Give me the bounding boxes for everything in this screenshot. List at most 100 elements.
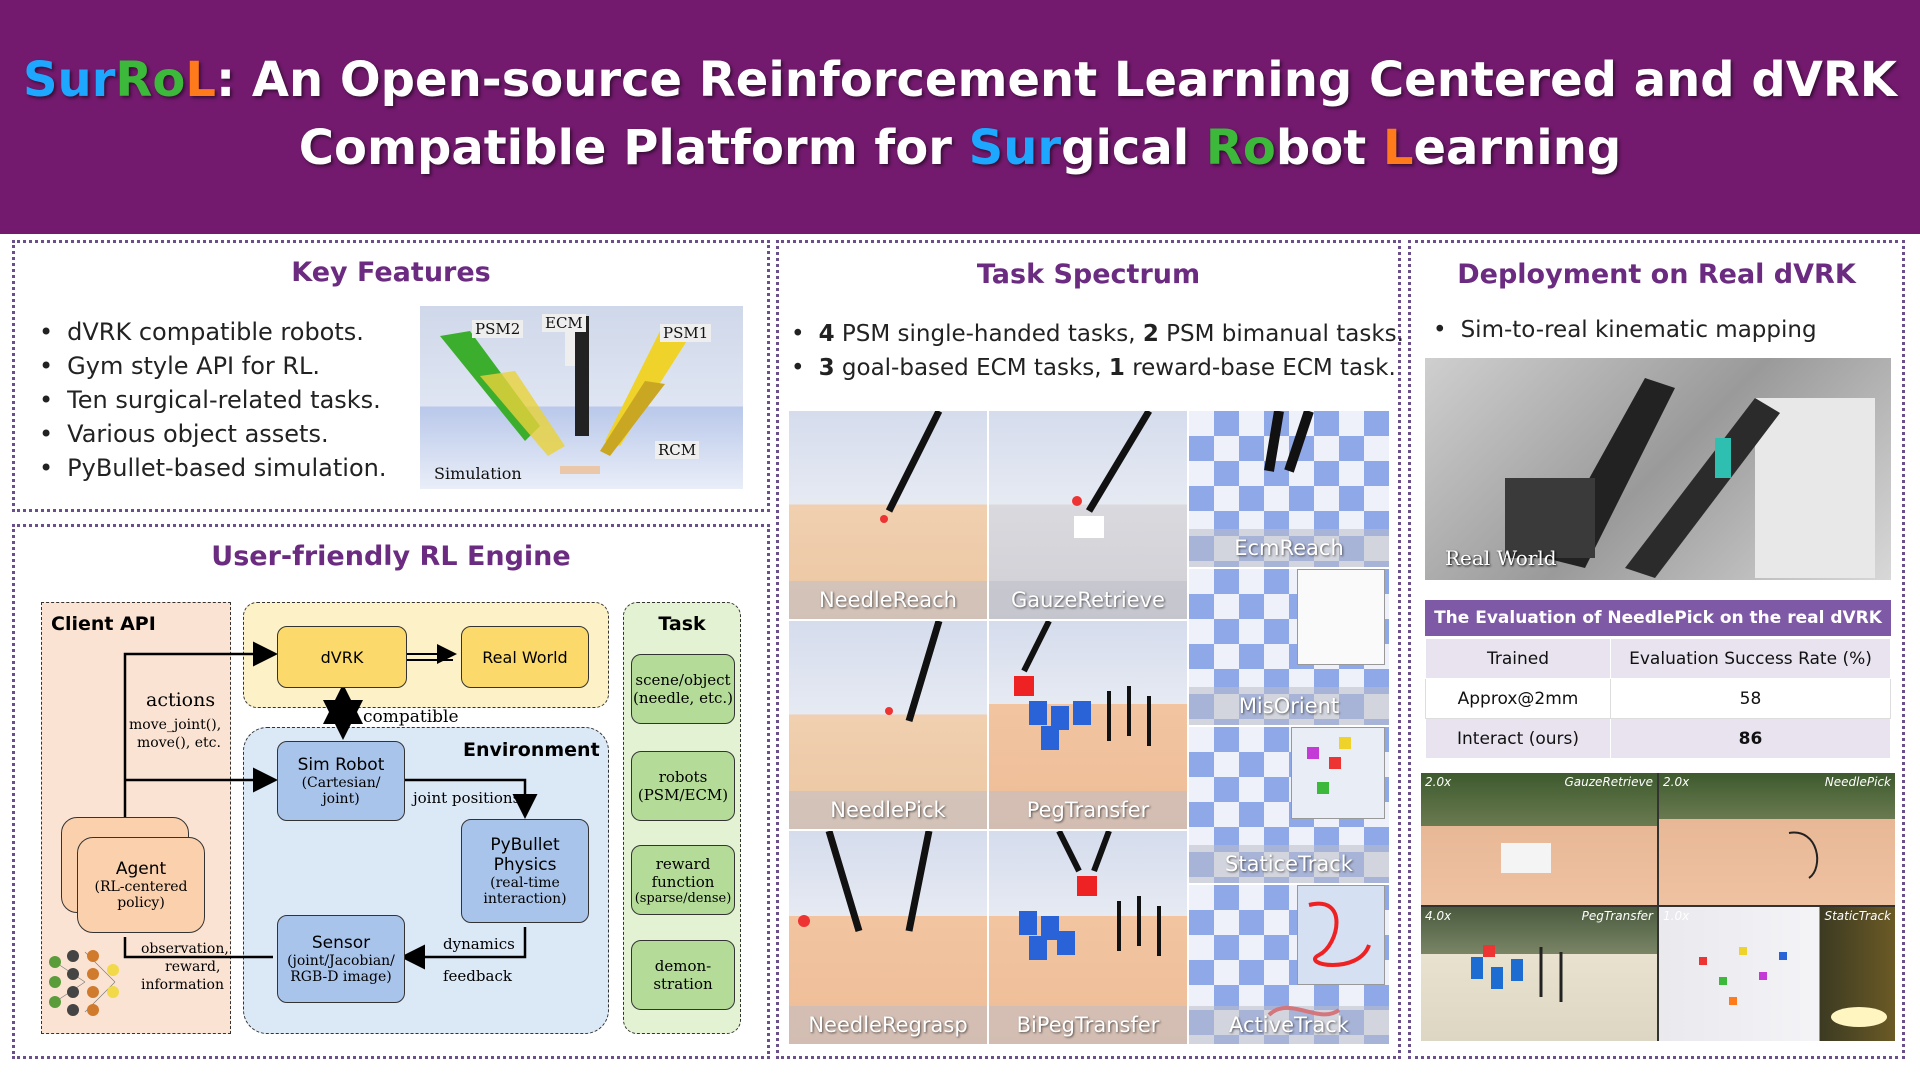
rl-engine-panel: User-friendly RL Engine Client API Envir… (12, 524, 770, 1059)
neural-network-icon (49, 950, 119, 1016)
task-label: BiPegTransfer (989, 1006, 1187, 1044)
task-spectrum-list: 4 PSM single-handed tasks, 2 PSM bimanua… (791, 317, 1404, 385)
real-world-label: Real World (1445, 546, 1557, 570)
task-text: reward-base ECM task. (1124, 355, 1396, 381)
title-rest-1: : An Open-source Reinforcement Learning … (215, 52, 1897, 108)
task-label: StaticeTrack (1189, 845, 1389, 883)
table-row: Approx@2mm 58 (1425, 678, 1891, 719)
sensor-title: Sensor (311, 933, 371, 953)
sensor-sub-2: RGB-D image) (290, 969, 392, 985)
video-grid: 2.0x GauzeRetrieve 2.0x NeedlePick 4.0x … (1421, 773, 1895, 1041)
video-name: GauzeRetrieve (1564, 775, 1654, 789)
task-label: GauzeRetrieve (989, 581, 1187, 619)
task-item-line: robots (658, 768, 708, 786)
key-features-list: dVRK compatible robots. Gym style API fo… (39, 315, 387, 485)
task-demonstration: demon- stration (631, 940, 735, 1010)
peg-transfer-drawing (1014, 621, 1151, 750)
pybullet-title-1: PyBullet (490, 835, 560, 855)
task-label: NeedleReach (789, 581, 987, 619)
sensor-box: Sensor (joint/Jacobian/ RGB-D image) (277, 915, 405, 1003)
label-psm1: PSM1 (660, 324, 712, 342)
table-header: Evaluation Success Rate (%) (1610, 638, 1891, 679)
task-label: NeedleRegrasp (789, 1006, 987, 1044)
task-label: NeedlePick (789, 791, 987, 829)
task-robots: robots (PSM/ECM) (631, 751, 735, 821)
label-simulation: Simulation (434, 464, 522, 483)
compatible-label: compatible (363, 707, 459, 727)
title-line-1: SurRoL: An Open-source Reinforcement Lea… (0, 0, 1920, 114)
sim-robot-box: Sim Robot (Cartesian/ joint) (277, 741, 405, 821)
task-label: Task (658, 613, 706, 635)
environment-label: Environment (463, 739, 600, 761)
title-word-earning: earning (1413, 120, 1622, 176)
real-world-image: Real World (1425, 358, 1891, 580)
needle-pick-drawing (885, 621, 943, 723)
title-word-gical: gical (1061, 120, 1206, 176)
title-word-l: L (1382, 120, 1414, 176)
task-item-line: demon- (654, 957, 712, 975)
task-bullet-1: 4 PSM single-handed tasks, 2 PSM bimanua… (791, 317, 1404, 351)
video-speed: 4.0x (1425, 909, 1452, 923)
pybullet-title-2: Physics (493, 855, 557, 875)
title-pre-2: Compatible Platform for (298, 120, 969, 176)
task-tile-bipegtransfer: BiPegTransfer (989, 831, 1187, 1044)
sim-robot-sub-2: joint) (322, 791, 360, 807)
staticetrack-inset (1291, 727, 1385, 819)
task-tile-staticetrack: StaticeTrack (1189, 727, 1389, 883)
pybullet-sub-2: interaction) (483, 891, 567, 907)
task-item-line: scene/object (635, 671, 731, 689)
label-psm2: PSM2 (472, 320, 524, 338)
task-label: EcmReach (1189, 529, 1389, 567)
actions-fn-2: move(), etc. (137, 735, 221, 751)
feature-item: Various object assets. (39, 417, 387, 451)
eval-table-title: The Evaluation of NeedlePick on the real… (1425, 600, 1891, 636)
task-spectrum-panel: Task Spectrum 4 PSM single-handed tasks,… (776, 240, 1404, 1059)
task-tile-pegtransfer: PegTransfer (989, 621, 1187, 829)
task-text: PSM single-handed tasks, (834, 321, 1143, 347)
task-reward-function: reward function (sparse/dense) (631, 845, 735, 915)
sim-robot-sub-1: (Cartesian/ (301, 775, 381, 791)
video-name: PegTransfer (1581, 909, 1653, 923)
simulation-robots-drawing (440, 316, 690, 474)
video-speed: 1.0x (1663, 909, 1690, 923)
task-tile-ecmreach: EcmReach (1189, 411, 1389, 567)
actions-label: actions (146, 689, 216, 711)
real-dvrk-drawing (1505, 378, 1875, 578)
agent-title: Agent (115, 859, 167, 879)
needle-reach-drawing (880, 411, 943, 523)
client-api-label: Client API (51, 613, 156, 635)
bipeg-transfer-drawing (1019, 831, 1161, 960)
agent-box: Agent (RL-centered policy) (77, 837, 205, 933)
needle-regrasp-drawing (798, 831, 933, 933)
sensor-sub-1: (joint/Jacobian/ (287, 953, 395, 969)
table-cell: Interact (ours) (1425, 718, 1611, 759)
deployment-panel: Deployment on Real dVRK Sim-to-real kine… (1408, 240, 1905, 1059)
video-gauzeretrieve: 2.0x GauzeRetrieve (1421, 773, 1657, 905)
actions-fn-1: move_joint(), (129, 717, 222, 733)
video-name: StaticTrack (1824, 909, 1891, 923)
dynamics-label: dynamics (443, 935, 515, 953)
task-label: PegTransfer (989, 791, 1187, 829)
activetrack-inset (1297, 885, 1385, 985)
label-rcm: RCM (655, 441, 700, 459)
task-item-line: reward (655, 854, 711, 873)
joint-positions-label: joint positions (413, 789, 521, 807)
task-tile-gauzeretrieve: GauzeRetrieve (989, 411, 1187, 619)
agent-sub-2: policy) (117, 895, 165, 911)
video-speed: 2.0x (1663, 775, 1690, 789)
staticetrack-drawing (1307, 737, 1351, 794)
title-word-bot: bot (1275, 120, 1383, 176)
task-count: 4 (818, 321, 835, 347)
misorient-grid (1297, 569, 1385, 665)
simulation-image: PSM2 ECM PSM1 RCM Simulation (420, 306, 743, 489)
task-item-line: stration (653, 975, 713, 993)
cube-scatter-drawing (1699, 947, 1887, 1027)
title-banner: SurRoL: An Open-source Reinforcement Lea… (0, 0, 1920, 234)
table-cell: Approx@2mm (1425, 678, 1611, 719)
sim-robot-title: Sim Robot (297, 755, 385, 775)
task-bullet-2: 3 goal-based ECM tasks, 1 reward-base EC… (791, 351, 1404, 385)
label-ecm: ECM (542, 314, 586, 332)
task-count: 2 (1142, 321, 1159, 347)
reward-label: reward, (165, 959, 221, 975)
title-sur: Sur (22, 52, 116, 108)
